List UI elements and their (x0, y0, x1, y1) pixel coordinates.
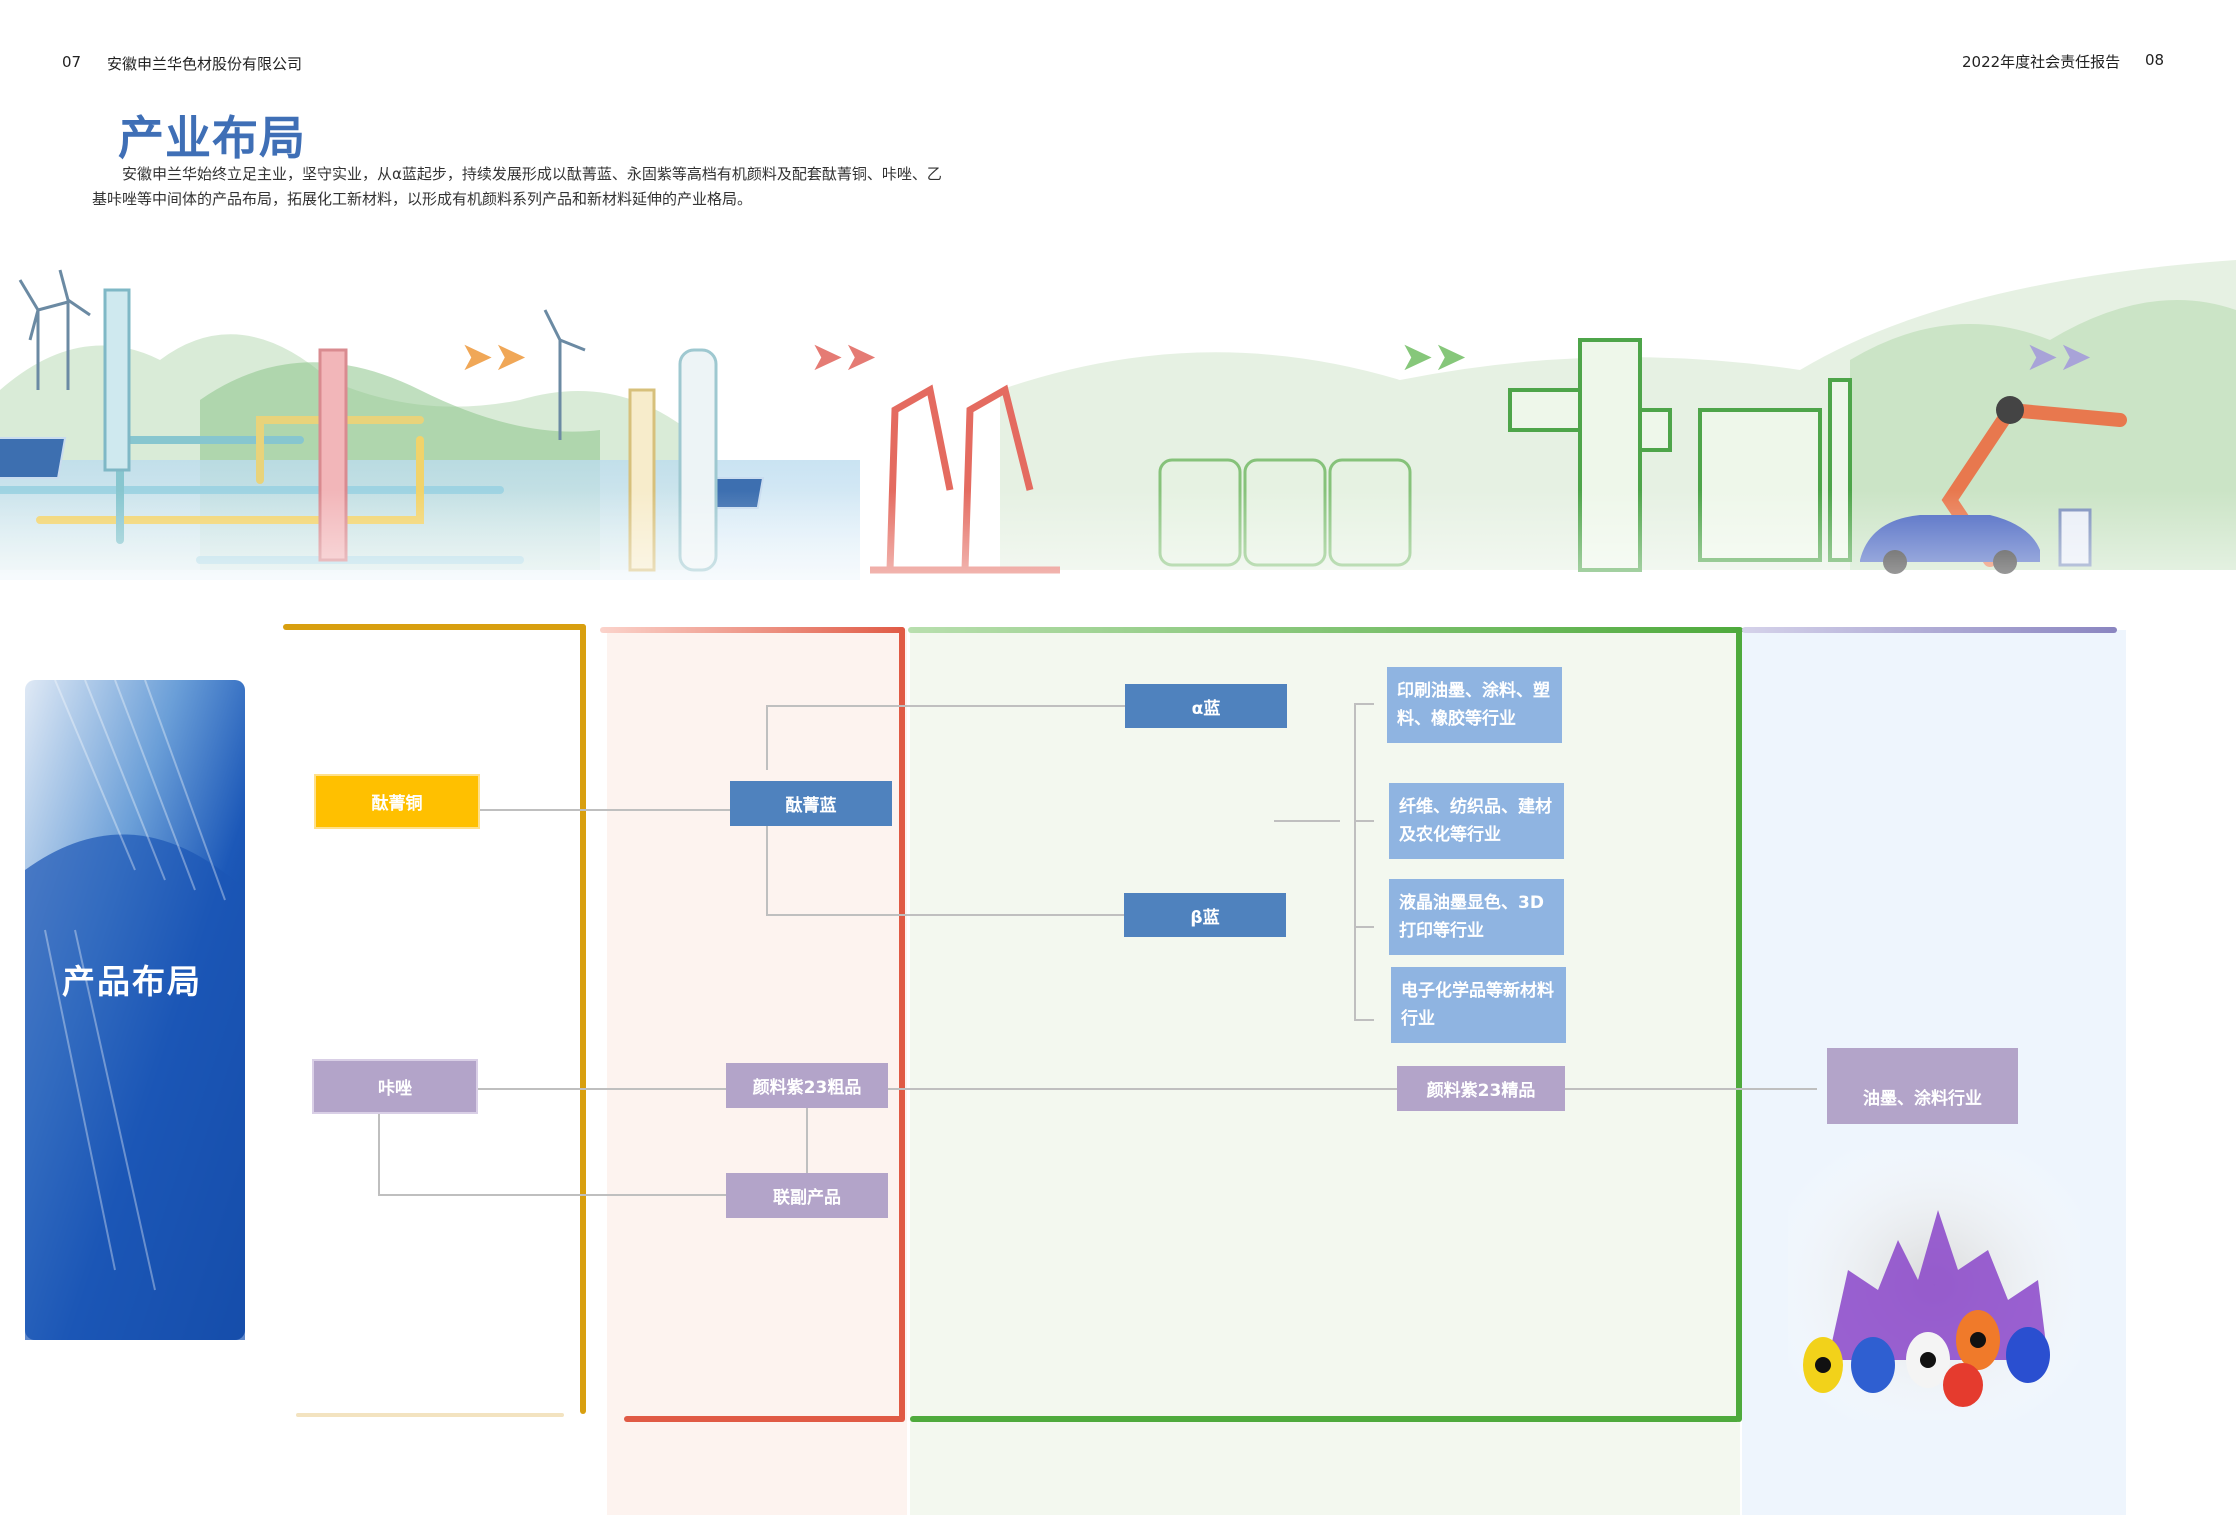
ptc-blue-box: 酞菁蓝 (730, 781, 892, 826)
column-3-bottom-border (910, 1416, 1740, 1422)
byproduct-box: 联副产品 (726, 1173, 888, 1218)
svg-text:➤➤: ➤➤ (1400, 334, 1467, 380)
bracket-tick-3 (1354, 926, 1374, 928)
painted-hands-image (1788, 1150, 2080, 1420)
column-1-bottom-border (296, 1413, 564, 1417)
connector-to-byproduct (378, 1194, 730, 1196)
violet23-fine-box: 颜料紫23精品 (1397, 1066, 1565, 1111)
connector-to-bracket (1274, 820, 1340, 822)
bracket-tick-1 (1354, 703, 1374, 705)
app-bracket (1354, 703, 1356, 1021)
column-3-right-border (1736, 627, 1742, 1422)
connector-violet-row (476, 1088, 1816, 1090)
connector-to-ink (1562, 1088, 1817, 1090)
connector-ptccu-ptcblue (480, 809, 730, 811)
alpha-blue-box: α蓝 (1125, 684, 1287, 728)
violet23-crude-box: 颜料紫23粗品 (726, 1063, 888, 1108)
column-2-right-border (899, 627, 905, 1422)
column-1-top-border (283, 624, 586, 630)
industry-illustration: ➤➤ ➤➤ ➤➤ ➤➤ (0, 260, 2236, 660)
svg-text:➤➤: ➤➤ (2025, 334, 2092, 380)
page-title: 产业布局 (118, 111, 306, 165)
svg-text:➤➤: ➤➤ (810, 334, 877, 380)
connector-to-beta (766, 914, 1126, 916)
connector-to-alpha (766, 705, 1126, 707)
column-2-top-border (600, 627, 905, 633)
ptc-copper-box: 酞菁铜 (314, 774, 480, 829)
application-box-1: 印刷油墨、涂料、塑料、橡胶等行业 (1387, 667, 1562, 743)
application-box-5: 油墨、涂料行业 (1827, 1048, 2018, 1124)
report-title: 2022年度社会责任报告 (1962, 53, 2121, 71)
side-panel-label: 产品布局 (62, 962, 202, 1001)
application-box-3: 液晶油墨显色、3D打印等行业 (1389, 879, 1564, 955)
beta-blue-box: β蓝 (1124, 893, 1286, 937)
bracket-tick-4 (1354, 1019, 1374, 1021)
blue-fabric-image (25, 679, 245, 1340)
connector-down (766, 826, 768, 915)
carbazole-box: 咔唑 (312, 1059, 478, 1114)
page-number-right: 08 (2145, 51, 2165, 69)
company-name: 安徽申兰华色材股份有限公司 (107, 55, 303, 73)
column-3-top-border (908, 627, 1743, 633)
column-2-bottom-border (624, 1416, 904, 1422)
page-number-left: 07 (62, 53, 82, 71)
connector-crude-byproduct (806, 1108, 808, 1174)
intro-line-2: 基咔唑等中间体的产品布局，拓展化工新材料，以形成有机颜料系列产品和新材料延伸的产… (92, 190, 753, 208)
application-box-4: 电子化学品等新材料行业 (1391, 967, 1566, 1043)
application-box-2: 纤维、纺织品、建材及农化等行业 (1389, 783, 1564, 859)
connector-carbazole-down (378, 1114, 380, 1196)
bracket-tick-2 (1354, 820, 1374, 822)
column-4-top-border (1742, 627, 2117, 633)
column-1-right-border (580, 624, 586, 1414)
connector-up (766, 705, 768, 770)
column-3-background (910, 630, 1740, 1515)
intro-line-1: 安徽申兰华始终立足主业，坚守实业，从α蓝起步，持续发展形成以酞菁蓝、永固紫等高档… (122, 165, 942, 183)
svg-text:➤➤: ➤➤ (460, 334, 527, 380)
